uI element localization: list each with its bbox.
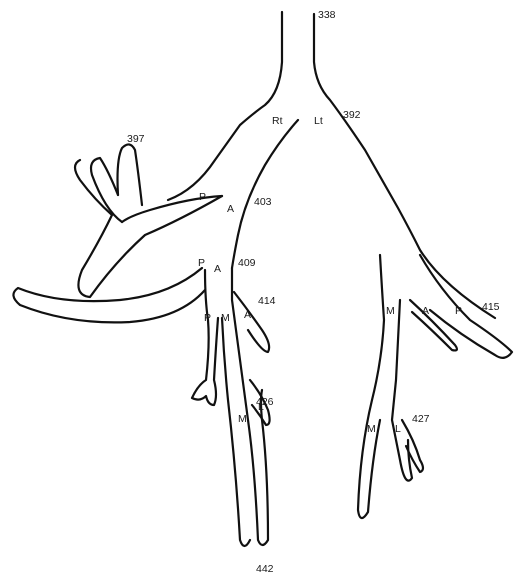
trachea-outline xyxy=(168,12,282,200)
label-414: 414 xyxy=(258,295,276,307)
label-upper-p: P xyxy=(199,191,206,203)
label-bottom-right-l: L xyxy=(395,423,401,435)
label-403: 403 xyxy=(254,196,272,208)
label-415: 415 xyxy=(482,301,500,313)
lateral-long-branch xyxy=(13,268,205,322)
left-stem-inner xyxy=(232,120,298,268)
right-lower-trunk xyxy=(358,255,384,518)
label-bottom-right-m: M xyxy=(367,423,376,435)
label-392: 392 xyxy=(343,109,361,121)
upper-lobe-fork-b xyxy=(118,144,143,205)
right-lateral-427 xyxy=(402,420,423,472)
label-427: 427 xyxy=(412,413,430,425)
label-right-m: M xyxy=(386,305,395,317)
upper-lobe-branch xyxy=(122,196,222,222)
label-lower-m: M xyxy=(221,312,230,324)
label-bottom-left-m: M xyxy=(238,413,247,425)
lower-trunk-left xyxy=(192,270,218,405)
label-442: 442 xyxy=(256,563,274,573)
label-409: 409 xyxy=(238,257,256,269)
label-right-p: P xyxy=(455,305,462,317)
label-lower-a: A xyxy=(244,309,251,321)
label-bottom-left-l: L xyxy=(258,401,264,413)
label-338: 338 xyxy=(318,9,336,21)
trachea-outline-right xyxy=(314,14,495,318)
label-397: 397 xyxy=(127,133,145,145)
label-right-a: A xyxy=(422,305,429,317)
upper-lobe-fork-outer xyxy=(75,160,222,297)
label-mid-a: A xyxy=(214,263,221,275)
label-mid-p: P xyxy=(198,257,205,269)
lower-trunk-inner xyxy=(222,318,250,546)
label-lower-p: P xyxy=(204,312,211,324)
label-rt: Rt xyxy=(272,115,283,127)
label-lt: Lt xyxy=(314,115,323,127)
label-upper-a: A xyxy=(227,203,234,215)
